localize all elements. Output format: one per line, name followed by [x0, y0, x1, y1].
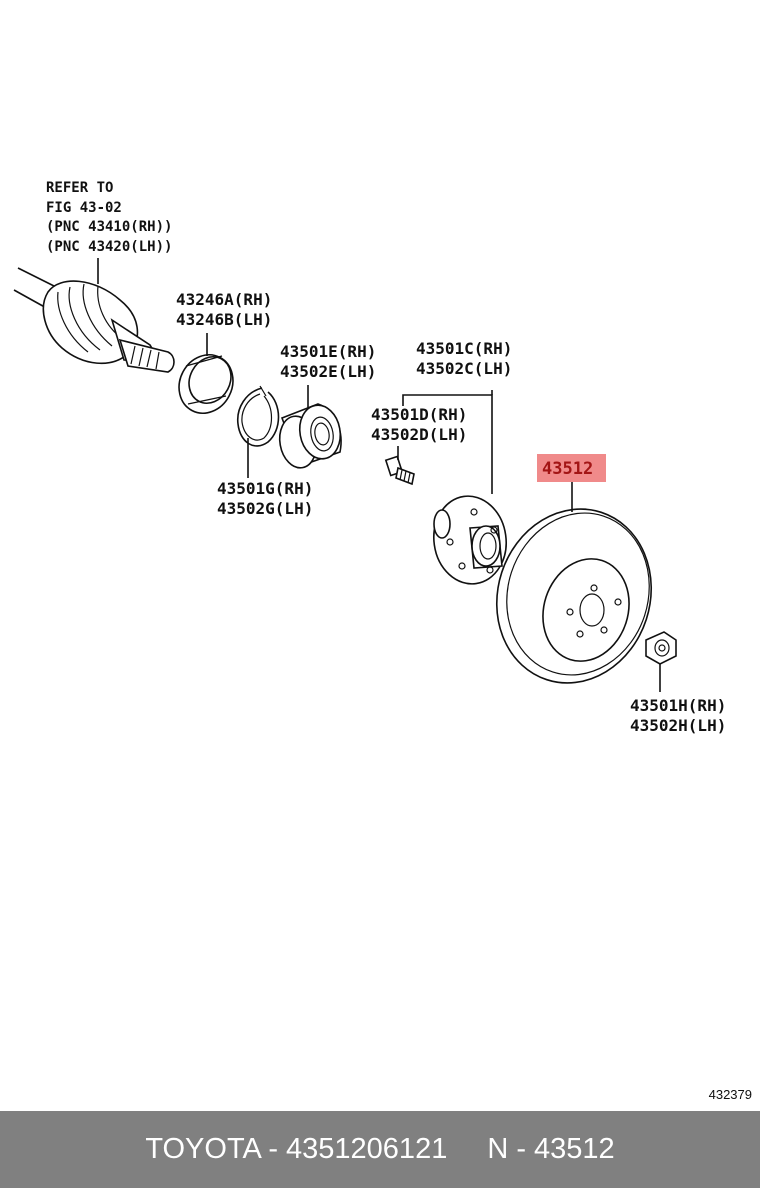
label-43246b: 43246B(LH)	[176, 310, 272, 329]
label-43502c: 43502C(LH)	[416, 359, 512, 378]
footer-pnc: N - 43512	[487, 1133, 615, 1165]
refer-line1: REFER TO	[46, 180, 113, 196]
snap-ring[interactable]	[237, 385, 280, 447]
label-43502h: 43502H(LH)	[630, 716, 726, 735]
refer-line2: FIG 43-02	[46, 200, 122, 216]
label-43246a: 43246A(RH)	[176, 290, 272, 309]
label-43501e: 43501E(RH)	[280, 342, 376, 361]
label-43501d: 43501D(RH)	[371, 405, 467, 424]
refer-line3: (PNC 43410(RH))	[46, 219, 172, 235]
exploded-parts-diagram: REFER TO FIG 43-02 (PNC 43410(RH)) (PNC …	[13, 180, 726, 735]
label-43502d: 43502D(LH)	[371, 425, 467, 444]
label-43502g: 43502G(LH)	[217, 499, 313, 518]
dust-deflector[interactable]	[169, 345, 243, 422]
label-43502e: 43502E(LH)	[280, 362, 376, 381]
label-43501g: 43501G(RH)	[217, 479, 313, 498]
brake-disc[interactable]	[475, 489, 674, 703]
label-43501c: 43501C(RH)	[416, 339, 512, 358]
highlight-43512-bg	[537, 454, 606, 482]
drive-shaft[interactable]	[13, 267, 175, 373]
hub-bolt[interactable]	[384, 455, 415, 486]
diagram-code: 432379	[708, 1087, 752, 1102]
hub-nut[interactable]	[645, 631, 677, 665]
footer-bar: TOYOTA - 4351206121 N - 43512	[0, 1111, 760, 1188]
label-43501h: 43501H(RH)	[630, 696, 726, 715]
axle-hub[interactable]	[428, 491, 512, 588]
label-43512[interactable]: 43512	[542, 459, 593, 479]
refer-line4: (PNC 43420(LH))	[46, 239, 172, 255]
footer-brand-part: TOYOTA - 4351206121	[145, 1133, 448, 1165]
hub-bearing[interactable]	[276, 402, 345, 471]
